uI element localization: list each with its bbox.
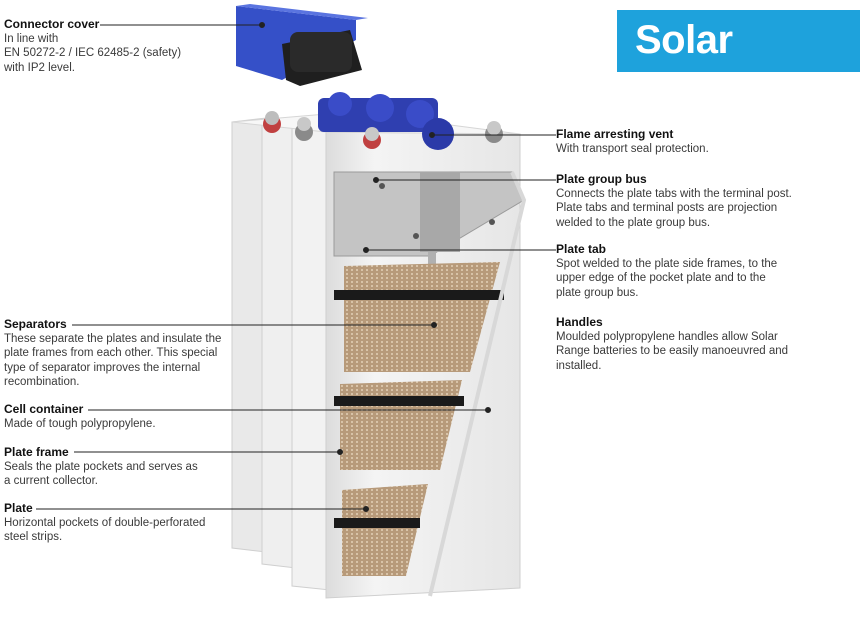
callout-line: plate frames from each other. This speci… — [4, 347, 218, 359]
cutaway-interior — [333, 171, 527, 597]
callout-cell-container: Cell container Made of tough polypropyle… — [4, 402, 156, 431]
callout-line: Seals the plate pockets and serves as — [4, 460, 198, 473]
callout-line: Connects the plate tabs with the termina… — [556, 187, 792, 200]
callout-separators: Separators These separate the plates and… — [4, 317, 221, 390]
callout-plate-frame: Plate frame Seals the plate pockets and … — [4, 445, 198, 489]
leader-lines — [36, 22, 556, 512]
callout-title: Handles — [556, 315, 603, 329]
terminals-graphic — [263, 92, 503, 150]
callout-line: Plate tabs and terminal posts are projec… — [556, 202, 778, 214]
callout-connector-cover: Connector cover In line with EN 50272-2 … — [4, 17, 181, 75]
callout-line: steel strips. — [4, 531, 63, 543]
callout-line: In line with — [4, 32, 59, 45]
callout-line: type of separator improves the internal — [4, 361, 201, 374]
callout-line: upper edge of the pocket plate and to th… — [556, 272, 766, 284]
callout-flame-vent: Flame arresting vent With transport seal… — [556, 127, 709, 156]
callout-line: Horizontal pockets of double-perforated — [4, 516, 206, 529]
brand-title: Solar — [635, 18, 733, 62]
callout-title: Cell container — [4, 402, 84, 416]
callout-line: Range batteries to be easily manoeuvred … — [556, 345, 789, 357]
callout-line: EN 50272-2 / IEC 62485-2 (safety) — [4, 47, 182, 59]
callout-title: Plate tab — [556, 242, 607, 256]
callout-title: Separators — [4, 317, 67, 331]
callout-line: recombination. — [4, 376, 80, 388]
callout-plate: Plate Horizontal pockets of double-perfo… — [4, 501, 205, 545]
callout-line: With transport seal protection. — [556, 142, 709, 155]
callout-plate-group-bus: Plate group bus Connects the plate tabs … — [556, 172, 792, 230]
callout-title: Plate group bus — [556, 172, 647, 186]
connector-cover-graphic — [236, 4, 368, 86]
callout-title: Flame arresting vent — [556, 127, 674, 141]
callout-line: a current collector. — [4, 475, 98, 487]
callout-line: welded to the plate group bus. — [556, 216, 711, 229]
callout-line: Spot welded to the plate side frames, to… — [556, 257, 778, 270]
callout-plate-tab: Plate tab Spot welded to the plate side … — [556, 242, 777, 300]
callout-title: Plate frame — [4, 445, 69, 459]
callout-line: Moulded polypropylene handles allow Sola… — [556, 330, 778, 343]
callout-line: with IP2 level. — [4, 61, 75, 74]
callout-line: These separate the plates and insulate t… — [4, 332, 222, 345]
callout-line: Made of tough polypropylene. — [4, 417, 156, 430]
callout-line: plate group bus. — [556, 286, 639, 299]
callout-title: Plate — [4, 501, 33, 515]
callout-handles: Handles Moulded polypropylene handles al… — [556, 315, 788, 373]
callout-title: Connector cover — [4, 17, 100, 31]
brand-banner: Solar — [617, 10, 860, 72]
callout-line: installed. — [556, 359, 602, 372]
